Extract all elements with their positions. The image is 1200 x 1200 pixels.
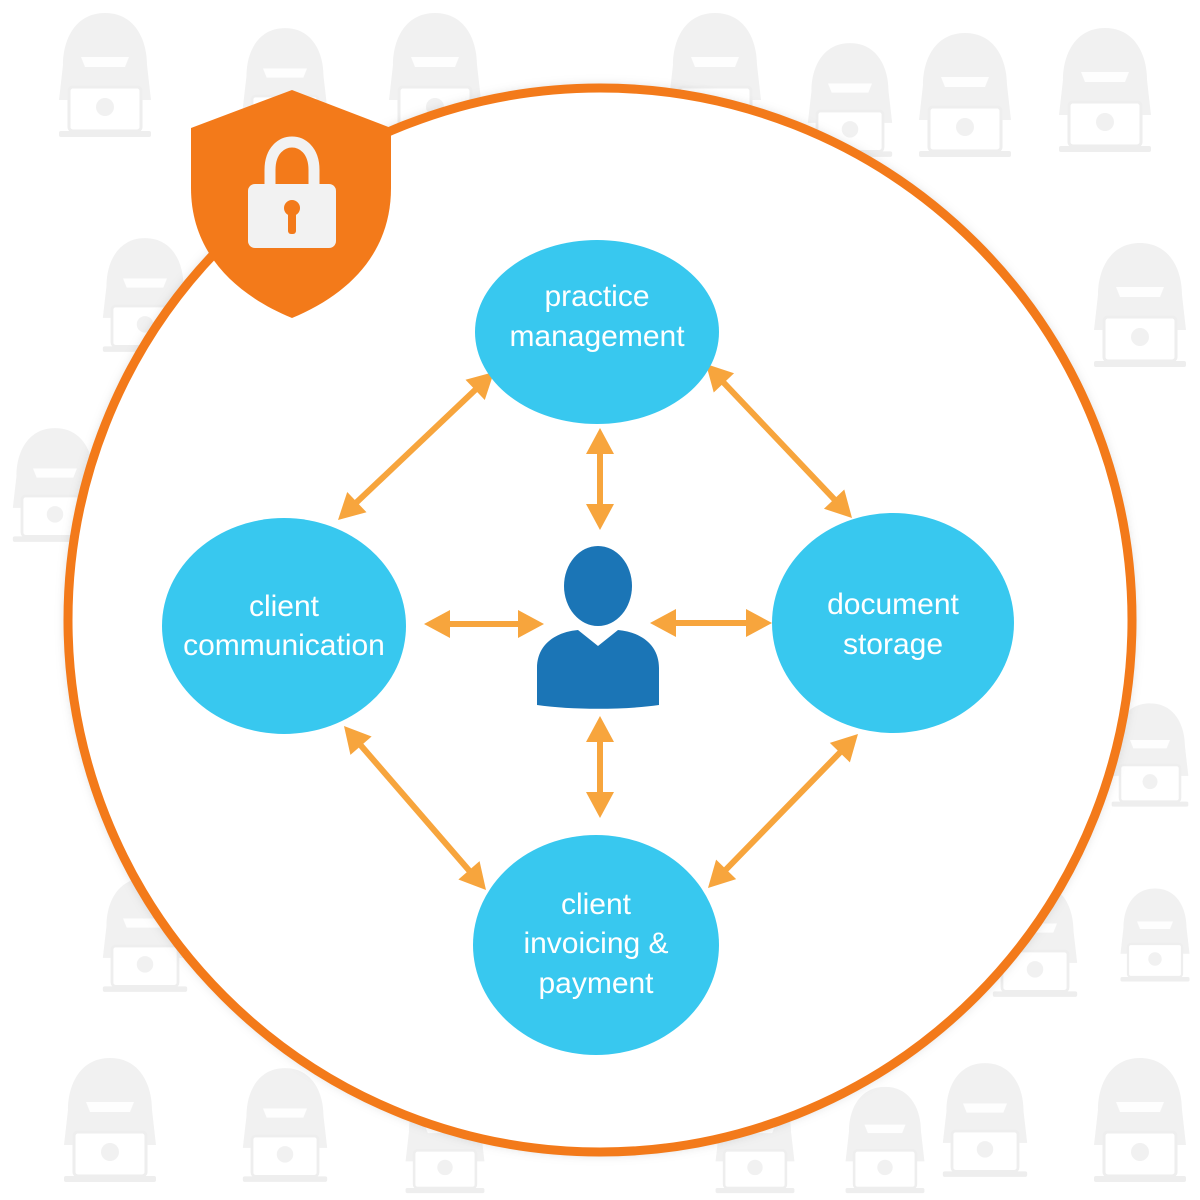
hacker-laptop-icon [62,1056,158,1184]
node-practice-management-circle [475,240,719,424]
hacker-laptop-icon [241,1066,329,1184]
arrow-bottom-right [708,734,858,888]
node-client-communication-label-line1: client [249,590,320,623]
node-document-storage-circle [772,513,1014,733]
arrow-top-center [586,428,614,530]
hacker-laptop-icon [1118,886,1192,984]
node-client-invoicing-payment: client invoicing & payment [473,835,719,1055]
node-practice-management-label-line2: management [509,320,685,353]
arrow-top-left [338,372,494,520]
node-document-storage-label-line2: storage [843,628,943,661]
node-client-communication: client communication [162,518,406,734]
arrow-bottom-left [344,726,486,890]
node-client-communication-circle [162,518,406,734]
node-client-invoicing-payment-label-line2: invoicing & [523,927,668,960]
node-client-invoicing-payment-label-line1: client [561,888,632,921]
node-client-communication-label-line2: communication [183,629,385,662]
hacker-laptop-icon [1092,241,1188,369]
node-document-storage: document storage [772,513,1014,733]
connector-arrows [338,364,858,890]
arrow-top-right [706,364,852,518]
arrow-left-center [424,610,544,638]
node-practice-management: practice management [475,240,719,424]
node-document-storage-label-line1: document [827,588,959,621]
node-client-invoicing-payment-circle [473,835,719,1055]
hacker-laptop-icon [1057,26,1153,154]
node-client-invoicing-payment-label-line3: payment [538,967,654,1000]
hacker-laptop-icon [57,11,153,139]
hacker-laptop-icon [941,1061,1029,1179]
node-practice-management-label-line1: practice [544,280,649,313]
hacker-laptop-icon [917,31,1013,159]
shield-lock-icon [191,90,391,318]
arrow-right-center [650,609,772,637]
hacker-laptop-icon [844,1085,926,1195]
user-icon [537,546,659,709]
arrow-bottom-center [586,716,614,818]
hacker-laptop-icon [1092,1056,1188,1184]
security-ring [63,83,1137,1157]
